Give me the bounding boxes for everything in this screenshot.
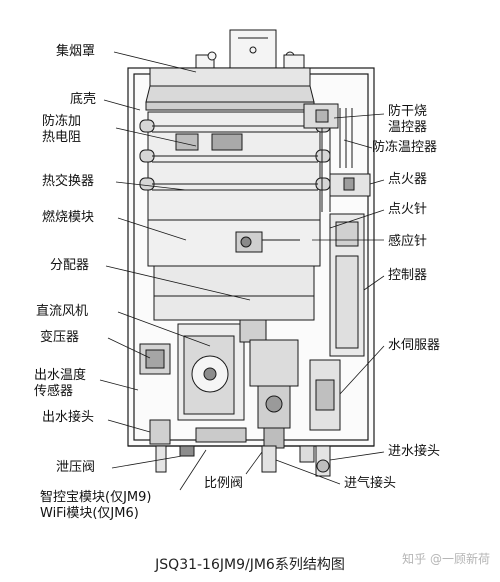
label-antifreeze-heater-line2: 热电阻 [42, 130, 82, 145]
controller-board [329, 213, 365, 357]
bottom-connections [149, 419, 331, 477]
label-dry-burn-temp-switch-line2: 温控器 [388, 120, 428, 135]
label-smart-module-line2: WiFi模块(仅JM6) [40, 506, 139, 521]
heat-exchanger [139, 111, 331, 221]
label-smoke-hood: 集烟罩 [56, 44, 96, 59]
label-water-servo: 水伺服器 [388, 338, 441, 353]
label-antifreeze-temp-switch: 防冻温控器 [372, 140, 438, 155]
label-combustion-module: 燃烧模块 [42, 210, 95, 225]
mount-bracket [195, 29, 305, 70]
label-dry-burn-temp-switch: 防干烧 温控器 [388, 104, 427, 136]
diagram-caption: JSQ31-16JM9/JM6系列结构图 [155, 557, 345, 573]
label-controller: 控制器 [388, 268, 428, 283]
transformer [139, 343, 171, 375]
label-dc-fan: 直流风机 [36, 304, 89, 319]
distributor [153, 265, 315, 321]
label-proportional-valve: 比例阀 [204, 476, 244, 491]
label-antifreeze-heater-line1: 防冻加 [42, 114, 82, 129]
label-pressure-relief-valve: 泄压阀 [56, 460, 96, 475]
label-smart-module: 智控宝模块(仅JM9) WiFi模块(仅JM6) [40, 490, 151, 522]
label-sensing-pin: 感应针 [388, 234, 428, 249]
label-base-shell: 底壳 [70, 92, 97, 107]
label-ignition-pin: 点火针 [388, 202, 428, 217]
label-outlet-temp-sensor-line2: 传感器 [34, 384, 74, 399]
smoke-hood [145, 67, 315, 111]
leader-lines [99, 51, 385, 491]
dc-fan [177, 319, 267, 421]
label-transformer: 变压器 [40, 330, 80, 345]
label-smart-module-line1: 智控宝模块(仅JM9) [40, 490, 152, 505]
label-heat-exchanger: 热交换器 [42, 174, 95, 189]
gas-valve-assembly [249, 339, 299, 449]
combustion-module [147, 219, 321, 267]
label-inlet-water-joint: 进水接头 [388, 444, 441, 459]
label-outlet-temp-sensor-line1: 出水温度 [34, 368, 87, 383]
label-outlet-water-joint: 出水接头 [42, 410, 95, 425]
label-antifreeze-heater: 防冻加 热电阻 [42, 114, 81, 146]
label-gas-inlet-joint: 进气接头 [344, 476, 397, 491]
igniter-box [329, 173, 371, 197]
right-pipes [303, 103, 353, 212]
water-servo [309, 359, 341, 431]
label-outlet-temp-sensor: 出水温度 传感器 [34, 368, 86, 400]
label-dry-burn-temp-switch-line1: 防干烧 [388, 104, 428, 119]
watermark: 知乎 @一顾新荷 [402, 552, 490, 566]
label-distributor: 分配器 [50, 258, 90, 273]
label-igniter: 点火器 [388, 172, 428, 187]
